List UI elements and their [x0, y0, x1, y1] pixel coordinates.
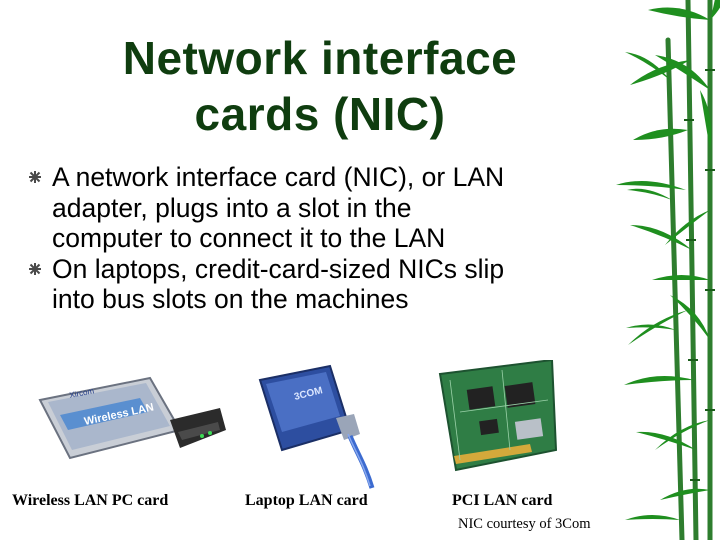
caption-pci-lan-card: PCI LAN card	[452, 492, 553, 509]
asterisk-bullet-icon	[29, 262, 41, 275]
bullet-list: A network interface card (NIC), or LAN a…	[28, 162, 628, 315]
title-line-2: cards (NIC)	[194, 88, 446, 140]
wireless-lan-pc-card-image: Xircom Wireless LAN	[38, 376, 226, 460]
asterisk-bullet-icon	[29, 171, 41, 183]
bullet-1-line-2: adapter, plugs into a slot in the	[52, 192, 412, 223]
image-credit: NIC courtesy of 3Com	[458, 516, 591, 532]
bullet-1-line-3: computer to connect it to the LAN	[52, 223, 446, 253]
bullet-2-line-2: into bus slots on the machines	[52, 284, 409, 314]
caption-laptop-lan-card: Laptop LAN card	[245, 492, 368, 509]
caption-wireless-lan-pc-card: Wireless LAN PC card	[12, 492, 169, 509]
bamboo-border-decoration	[616, 0, 720, 540]
bullet-1-line-1: A network interface card (NIC), or LAN	[52, 162, 505, 192]
laptop-lan-card-image: 3COM	[258, 364, 375, 489]
slide-title: Network interface cards (NIC)	[40, 30, 600, 142]
bullet-2-line-1: On laptops, credit-card-sized NICs slip	[52, 253, 505, 284]
title-line-1: Network interface	[122, 32, 518, 84]
pci-lan-card-image	[438, 360, 558, 472]
bullet-item-2: On laptops, credit-card-sized NICs slip …	[28, 254, 628, 315]
bullet-item-1: A network interface card (NIC), or LAN a…	[28, 162, 628, 254]
